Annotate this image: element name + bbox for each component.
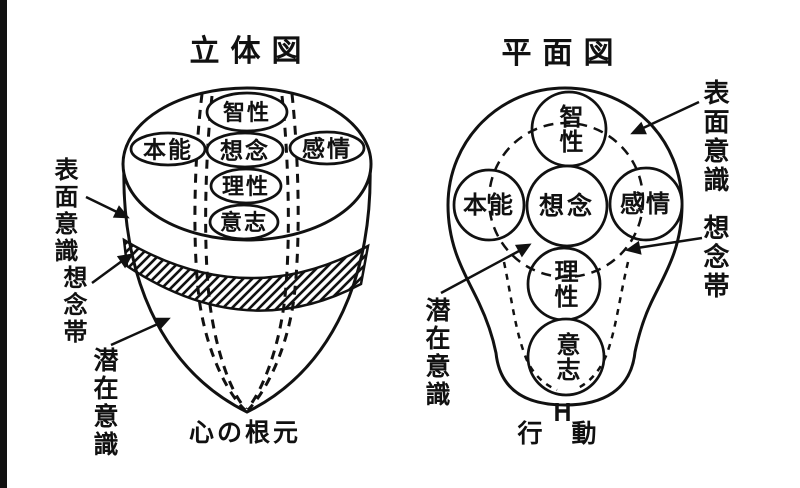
plan-surface-consciousness-label: 表面意識 [699, 79, 729, 195]
solid-node-reason [209, 167, 283, 205]
solid-node-intellect [205, 91, 289, 133]
plan-node-will-label: 意志 [552, 332, 581, 382]
plan-band-arrow-head [625, 240, 642, 255]
solid-funnel-dashed-lines [193, 93, 300, 412]
solid-node-thought-label: 想念 [220, 137, 270, 165]
plan-surface-arrow-head [630, 121, 647, 135]
plan-view-title: 平面図 [501, 36, 625, 71]
plan-thought-band-dashed-circle [487, 121, 645, 279]
plan-node-emotion-label: 感情 [620, 189, 672, 218]
funnel-dash-left-outer [193, 93, 247, 412]
solid-surface-arrow-line [85, 195, 120, 215]
plan-action-connector-mark [555, 403, 570, 421]
plan-dashed-descender-left [502, 261, 558, 392]
solid-node-will [208, 203, 280, 241]
solid-thought-band [122, 237, 370, 312]
funnel-dash-right-inner [245, 95, 290, 411]
solid-subconscious-arrow-head [154, 317, 171, 331]
plan-node-instinct [452, 168, 526, 242]
plan-node-intellect-label: 智性 [555, 104, 584, 154]
solid-surface-consciousness-label: 表面意識 [50, 157, 79, 265]
solid-node-will-label: 意志 [219, 210, 269, 236]
solid-subconscious-label: 潜在意識 [90, 347, 119, 459]
plan-node-thought [525, 164, 609, 248]
solid-node-instinct [129, 131, 207, 167]
solid-node-emotion [288, 130, 366, 166]
solid-band-arrow-head [116, 253, 134, 269]
solid-thought-band-label: 想念帯 [59, 265, 88, 346]
plan-band-arrow-line [636, 236, 703, 250]
solid-view-title: 立体図 [189, 34, 313, 69]
plan-node-will [526, 317, 606, 397]
plan-surface-arrow-line [640, 100, 700, 131]
solid-subconscious-arrow-line [110, 321, 161, 347]
solid-node-intellect-label: 智性 [222, 100, 272, 126]
page-edge-shadow [0, 0, 7, 488]
plan-node-reason-label: 理性 [550, 259, 579, 309]
plan-action-label: 行 動 [517, 419, 599, 448]
plan-dashed-descender-right [575, 261, 630, 391]
plan-node-instinct-label: 本能 [463, 190, 515, 219]
plan-node-emotion [608, 166, 684, 242]
solid-node-emotion-label: 感情 [302, 135, 352, 163]
solid-mind-root-label: 心の根元 [188, 418, 301, 447]
solid-node-instinct-label: 本能 [143, 136, 193, 164]
plan-thought-band-label: 想念帯 [699, 214, 729, 301]
solid-node-thought [205, 131, 285, 169]
solid-band-arrow-line [91, 259, 123, 285]
solid-node-reason-label: 理性 [221, 174, 271, 200]
funnel-dash-right-outer [246, 93, 300, 412]
plan-subconscious-arrow-line [440, 249, 520, 295]
plan-node-thought-label: 想念 [538, 191, 596, 221]
solid-surface-arrow-head [112, 205, 130, 219]
plan-subconscious-label: 潜在意識 [422, 297, 451, 409]
plan-subconscious-arrow-head [514, 243, 532, 258]
